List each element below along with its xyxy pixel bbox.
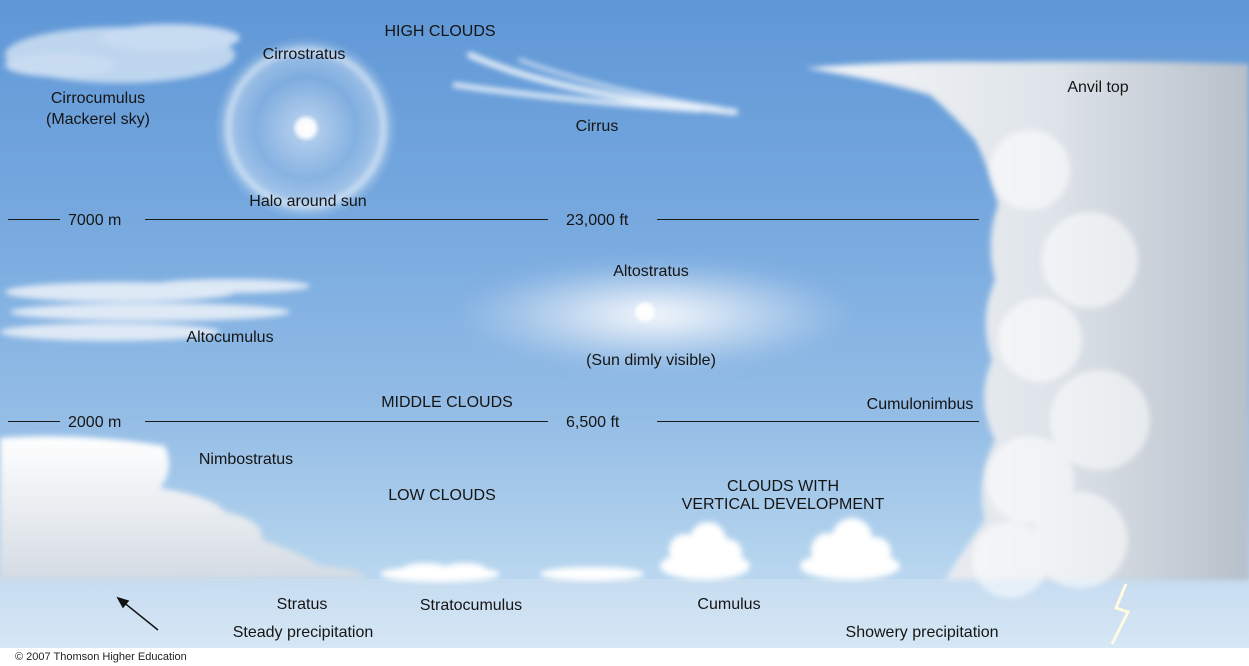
precipitation-arrow <box>116 596 159 631</box>
cirrus-label: Cirrus <box>575 118 619 135</box>
high-altitude-meters: 7000 m <box>68 212 122 229</box>
middle-altitude-feet: 6,500 ft <box>566 414 620 431</box>
mackerel-sky-label: (Mackerel sky) <box>45 111 151 128</box>
middle-clouds-heading: MIDDLE CLOUDS <box>381 394 513 411</box>
cumulus-label: Cumulus <box>697 596 761 613</box>
stratocumulus-cloud <box>380 563 644 582</box>
vertical-development-heading-line2: VERTICAL DEVELOPMENT <box>681 496 885 513</box>
middle-altitude-line-mid <box>145 421 548 422</box>
anvil-top-label: Anvil top <box>1067 79 1129 96</box>
cumulus-cloud-1 <box>660 522 750 580</box>
steady-precipitation-label: Steady precipitation <box>232 624 374 641</box>
middle-altitude-line-right <box>657 421 979 422</box>
altocumulus-label: Altocumulus <box>186 329 274 346</box>
cirrus-cloud <box>452 52 738 115</box>
cumulus-cloud-2 <box>800 518 900 580</box>
halo-around-sun-label: Halo around sun <box>249 193 367 210</box>
high-altitude-feet: 23,000 ft <box>566 212 629 229</box>
high-altitude-line-mid <box>145 219 548 220</box>
middle-altitude-line-left <box>8 421 60 422</box>
nimbostratus-cloud <box>0 436 368 580</box>
middle-altitude-meters: 2000 m <box>68 414 122 431</box>
vertical-development-heading-line1: CLOUDS WITH <box>727 478 839 495</box>
sun-dimly-visible-label: (Sun dimly visible) <box>586 352 716 369</box>
low-clouds-heading: LOW CLOUDS <box>388 487 496 504</box>
steady-precipitation-rain <box>9 582 203 646</box>
cirrocumulus-cloud <box>5 24 240 83</box>
altostratus-cloud <box>455 260 855 370</box>
cirrostratus-label: Cirrostratus <box>262 46 346 63</box>
halo-around-sun <box>214 36 398 220</box>
high-altitude-line-left <box>8 219 60 220</box>
stratocumulus-label: Stratocumulus <box>419 597 523 614</box>
high-clouds-heading: HIGH CLOUDS <box>384 23 496 40</box>
showery-precipitation-label: Showery precipitation <box>845 624 999 641</box>
cumulonimbus-label: Cumulonimbus <box>866 396 974 413</box>
showery-precipitation-rain <box>1047 582 1225 646</box>
cumulonimbus-cloud <box>805 61 1249 598</box>
ground-strip <box>0 579 1249 648</box>
copyright-notice: © 2007 Thomson Higher Education <box>15 651 187 663</box>
altocumulus-cloud <box>0 279 310 341</box>
stratus-label: Stratus <box>276 596 328 613</box>
cirrocumulus-label: Cirrocumulus <box>50 90 146 107</box>
altostratus-label: Altostratus <box>613 263 689 280</box>
lightning-bolt-icon <box>1110 583 1131 645</box>
high-altitude-line-right <box>657 219 979 220</box>
nimbostratus-label: Nimbostratus <box>198 451 294 468</box>
